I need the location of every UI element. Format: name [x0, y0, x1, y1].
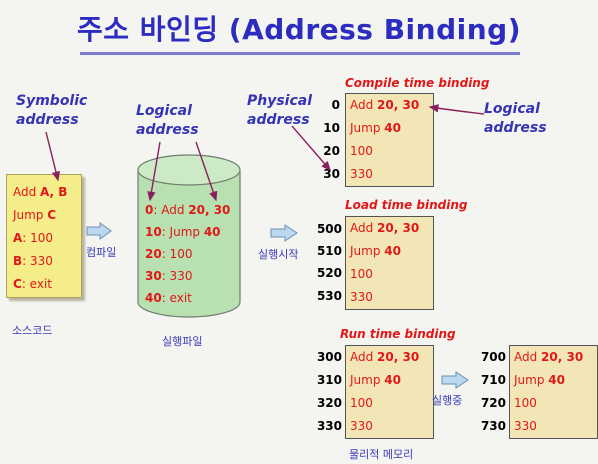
source-line: A: 100 [13, 231, 54, 245]
load-time-title: Load time binding [345, 198, 468, 212]
logical-address-label: Logical address [136, 102, 199, 140]
load-address: 530 [316, 289, 342, 303]
compile-address: 0 [331, 98, 340, 112]
executable-line: 0: Add 20, 30 [145, 203, 231, 217]
physical-address-line1: Physical [247, 93, 313, 109]
source-line: B: 330 [13, 254, 53, 268]
executable-caption: 실행파일 [162, 335, 203, 348]
memory-row: Jump 40 [514, 373, 565, 387]
memory-row: Add 20, 30 [350, 98, 420, 112]
load-time-memory: Add 20, 30 Jump 40 100 330 [345, 216, 434, 310]
memory-row: Jump 40 [350, 373, 401, 387]
load-address: 500 [316, 222, 342, 236]
source-line: Add A, B [13, 185, 68, 199]
run-address: 320 [316, 396, 342, 410]
run-time-title: Run time binding [340, 327, 456, 341]
memory-row: 100 [350, 267, 373, 281]
compile-arrow-icon [86, 222, 112, 240]
compile-address: 10 [323, 121, 340, 135]
physical-address-label: Physical address [247, 92, 312, 130]
logical-address-right-line1: Logical [484, 101, 540, 117]
title-underline [80, 52, 520, 55]
load-address: 510 [316, 244, 342, 258]
memory-row: Add 20, 30 [350, 350, 420, 364]
load-address: 520 [316, 266, 342, 280]
source-code-note: Add A, B Jump C A: 100 B: 330 C: exit [6, 174, 82, 298]
compile-time-title: Compile time binding [345, 76, 490, 90]
memory-row: 330 [514, 419, 537, 433]
memory-row: 100 [350, 396, 373, 410]
memory-row: 100 [350, 144, 373, 158]
run-time-memory: Add 20, 30 Jump 40 100 330 [345, 345, 434, 439]
executing-caption: 실행중 [432, 394, 463, 407]
memory-row: 330 [350, 290, 373, 304]
logical-address-line2: address [136, 122, 199, 138]
symbolic-address-line2: address [16, 112, 79, 128]
executing-arrow-icon [441, 371, 469, 389]
source-code-caption: 소스코드 [12, 324, 53, 337]
memory-row: 330 [350, 419, 373, 433]
run-address: 300 [316, 350, 342, 364]
executable-line: 20: 100 [145, 247, 193, 261]
logical-pointer-2 [195, 141, 218, 202]
logical-pointer-1 [147, 141, 161, 202]
executable-line: 10: Jump 40 [145, 225, 221, 239]
physical-memory-caption: 물리적 메모리 [349, 448, 414, 461]
moved-address: 710 [480, 373, 506, 387]
source-line: C: exit [13, 277, 52, 291]
logical-address-right-line2: address [484, 120, 547, 136]
moved-address: 720 [480, 396, 506, 410]
run-time-moved-memory: Add 20, 30 Jump 40 100 330 [509, 345, 598, 439]
logical-address-label-right: Logical address [484, 100, 547, 138]
memory-row: 100 [514, 396, 537, 410]
symbolic-pointer [45, 131, 61, 182]
compile-time-memory: Add 20, 30 Jump 40 100 330 [345, 93, 434, 187]
memory-row: Add 20, 30 [350, 221, 420, 235]
source-line: Jump C [13, 208, 57, 222]
physical-address-line2: address [247, 112, 310, 128]
executable-line: 40: exit [145, 291, 192, 305]
memory-row: Add 20, 30 [514, 350, 584, 364]
page-title: 주소 바인딩 (Address Binding) [76, 13, 521, 46]
executable-cylinder [137, 154, 241, 318]
compile-address: 20 [323, 144, 340, 158]
logical-address-line1: Logical [136, 103, 192, 119]
memory-row: Jump 40 [350, 244, 401, 258]
symbolic-address-label: Symbolic address [16, 92, 87, 130]
compile-caption: 컴파일 [86, 246, 117, 259]
logical-right-pointer [428, 104, 485, 115]
execute-start-arrow-icon [270, 224, 298, 242]
moved-address: 730 [480, 419, 506, 433]
executable-line: 30: 330 [145, 269, 193, 283]
memory-row: 330 [350, 167, 373, 181]
memory-row: Jump 40 [350, 121, 401, 135]
execute-start-caption: 실행시작 [258, 248, 299, 261]
moved-address: 700 [480, 350, 506, 364]
physical-pointer [291, 125, 331, 172]
run-address: 330 [316, 419, 342, 433]
run-address: 310 [316, 373, 342, 387]
symbolic-address-line1: Symbolic [16, 93, 88, 109]
